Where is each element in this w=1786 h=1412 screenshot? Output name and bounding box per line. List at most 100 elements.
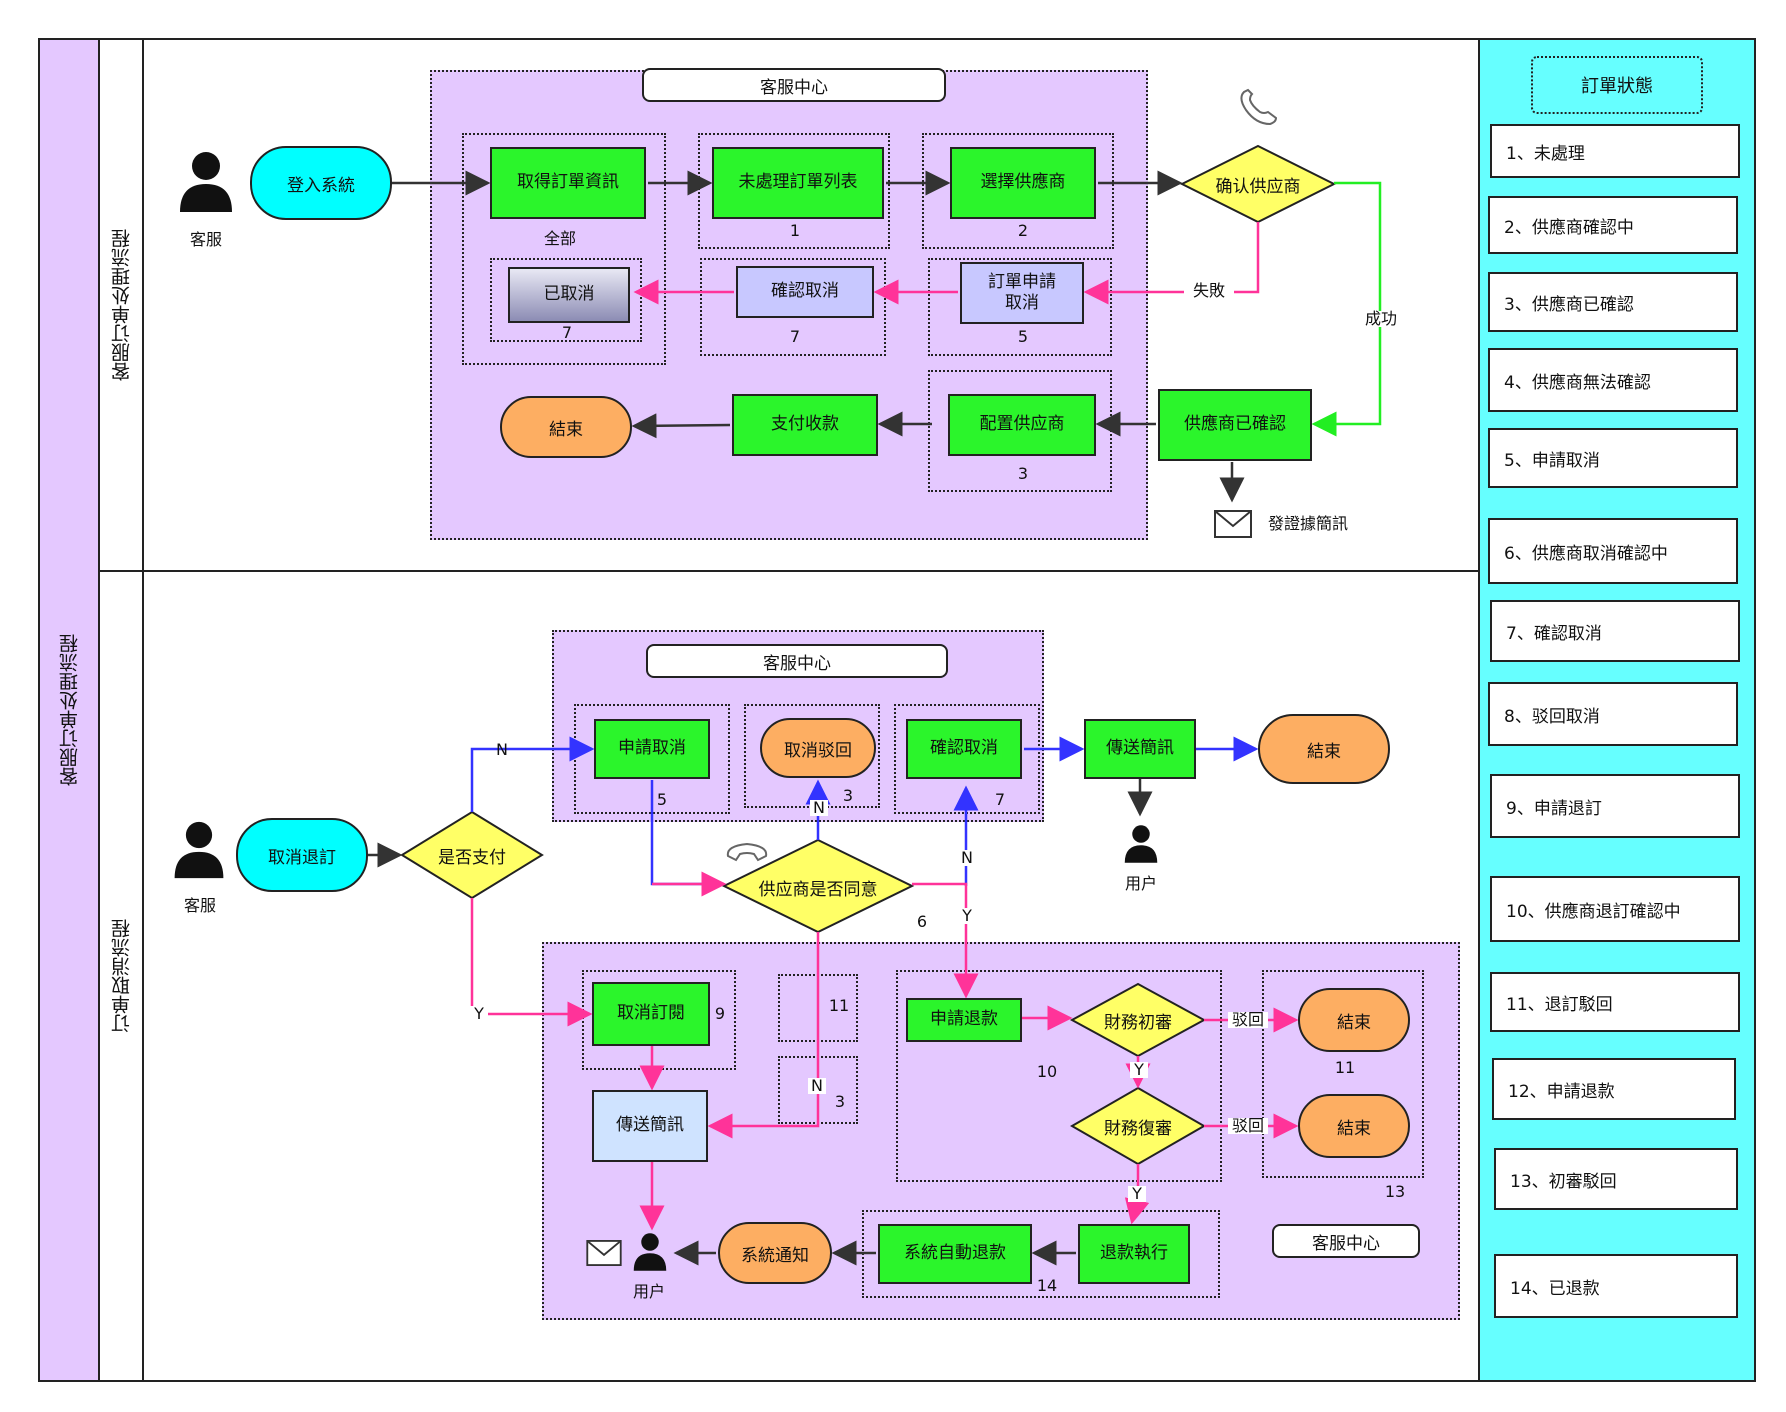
num-3: 3 [1017, 464, 1029, 483]
status-item: 10、供應商退訂確認中 [1490, 876, 1740, 942]
top-actor-label: 客服 [189, 230, 222, 249]
num-7b: 7 [789, 327, 801, 346]
num-1: 1 [789, 221, 801, 240]
login-node[interactable]: 登入系統 [250, 146, 392, 220]
status-item: 12、申請退款 [1492, 1058, 1736, 1120]
bottom-region-title: 客服中心 [646, 644, 948, 678]
b-num-9: 9 [714, 1004, 726, 1023]
group-7b [700, 258, 886, 356]
status-item: 14、已退款 [1494, 1254, 1738, 1318]
group-5 [928, 258, 1112, 356]
bottom-end1-node[interactable]: 結束 [1258, 714, 1390, 784]
b-num-14: 14 [1036, 1276, 1058, 1295]
b-confirm-cancel-node[interactable]: 確認取消 [906, 719, 1022, 779]
y4-label: Y [1128, 1186, 1146, 1202]
fail-label: 失敗 [1184, 283, 1234, 299]
send-msg-node[interactable]: 傳送簡訊 [1084, 719, 1196, 779]
status-item: 1、未處理 [1490, 124, 1740, 178]
refund-exec-node[interactable]: 退款執行 [1078, 1224, 1190, 1284]
status-item: 7、確認取消 [1490, 600, 1740, 662]
outer-lane: 客服订单处理流程 [38, 38, 100, 1382]
n1-label: N [496, 740, 508, 759]
b-num-3a: 3 [842, 786, 854, 805]
is-paid-label: 是否支付 [438, 847, 506, 868]
send-msg2-node[interactable]: 傳送簡訊 [592, 1090, 708, 1162]
auto-refund-node[interactable]: 系統自動退款 [878, 1224, 1032, 1284]
apply-refund-node[interactable]: 申請退款 [906, 998, 1022, 1042]
user1-label: 用户 [1124, 874, 1157, 893]
supplier-agree-label: 供应商是否同意 [758, 879, 878, 900]
bottom-actor [170, 820, 228, 880]
select-supplier-node[interactable]: 選擇供應商 [950, 147, 1096, 219]
top-end-node[interactable]: 結束 [500, 396, 632, 458]
group-2 [922, 133, 1114, 249]
b-num-5: 5 [656, 790, 668, 809]
payment-node[interactable]: 支付收款 [732, 394, 878, 456]
bottom-actor-label: 客服 [183, 896, 216, 915]
n3-label: N [958, 850, 976, 866]
cancel-refund-node[interactable]: 取消退訂 [236, 818, 368, 892]
success-label: 成功 [1356, 311, 1406, 327]
send-sms-label: 發證據簡訊 [1268, 514, 1349, 533]
order-cancel-req-label: 訂單申請取消 [988, 271, 1056, 313]
reject1-label: 驳回 [1228, 1012, 1268, 1028]
get-order-node[interactable]: 取得訂單資訊 [490, 147, 646, 219]
assign-supplier-node[interactable]: 配置供应商 [948, 394, 1096, 456]
mail-icon [586, 1240, 622, 1266]
cancel-reject-node[interactable]: 取消驳回 [760, 718, 876, 778]
user2-label: 用户 [632, 1282, 665, 1301]
group-b10 [896, 970, 1222, 1182]
mail-icon [1214, 510, 1252, 538]
group-b13 [1262, 970, 1424, 1178]
n2-label: N [810, 800, 828, 816]
phone-icon [726, 842, 768, 862]
b-num-3b: 3 [834, 1092, 846, 1111]
b-num-6: 6 [916, 912, 928, 931]
y2-label: Y [958, 908, 976, 924]
phone-icon-bottom [724, 838, 770, 868]
apply-cancel-node[interactable]: 申請取消 [594, 719, 710, 779]
b-num-11a: 11 [828, 996, 850, 1015]
status-item: 11、退訂駁回 [1490, 972, 1740, 1032]
b-num-11b: 11 [1334, 1058, 1356, 1077]
status-item: 6、供應商取消確認中 [1488, 518, 1738, 584]
fin-review2-label: 財務復審 [1104, 1118, 1172, 1139]
order-cancel-req-node[interactable]: 訂單申請取消 [960, 262, 1084, 324]
person-icon [633, 1233, 667, 1271]
status-item: 8、驳回取消 [1488, 682, 1738, 746]
person-icon [174, 821, 224, 879]
phone-icon [1240, 88, 1278, 126]
y3-label: Y [1130, 1062, 1148, 1078]
user2-icon [630, 1232, 670, 1272]
status-item: 3、供應商已確認 [1488, 272, 1738, 332]
service-center2-label: 客服中心 [1272, 1224, 1420, 1258]
confirm-cancel-node[interactable]: 確認取消 [736, 266, 874, 318]
status-item: 5、申請取消 [1488, 428, 1738, 488]
b-num-7: 7 [994, 790, 1006, 809]
unprocessed-node[interactable]: 未處理訂單列表 [712, 147, 884, 219]
status-item: 9、申請退訂 [1490, 774, 1740, 838]
mail-icon-top [1214, 510, 1252, 538]
num-2: 2 [1017, 221, 1029, 240]
mail-icon-bottom [586, 1240, 622, 1266]
status-title: 訂單狀態 [1531, 56, 1703, 114]
group-all-label: 全部 [543, 229, 576, 248]
num-5: 5 [1017, 327, 1029, 346]
status-item: 13、初審駁回 [1494, 1148, 1738, 1210]
b-num-13: 13 [1384, 1182, 1406, 1201]
reject2-label: 驳回 [1228, 1118, 1268, 1134]
bottom-end3-node[interactable]: 結束 [1298, 1094, 1410, 1158]
cancelled-node[interactable]: 已取消 [508, 267, 630, 323]
num-7a: 7 [561, 323, 573, 342]
sys-notify-node[interactable]: 系統通知 [718, 1222, 832, 1284]
confirm-supplier-label: 确认供应商 [1215, 176, 1301, 197]
supplier-confirmed-node[interactable]: 供應商已確認 [1158, 389, 1312, 461]
bottom-end2-node[interactable]: 結束 [1298, 988, 1410, 1052]
top-region-title: 客服中心 [642, 68, 946, 102]
person-icon [180, 152, 232, 212]
status-item: 2、供應商確認中 [1488, 196, 1738, 254]
bottom-lane-header: 订单取消流程 [98, 570, 144, 1382]
phone-icon-top [1236, 88, 1282, 128]
cancel-sub-node[interactable]: 取消訂閱 [592, 982, 710, 1046]
